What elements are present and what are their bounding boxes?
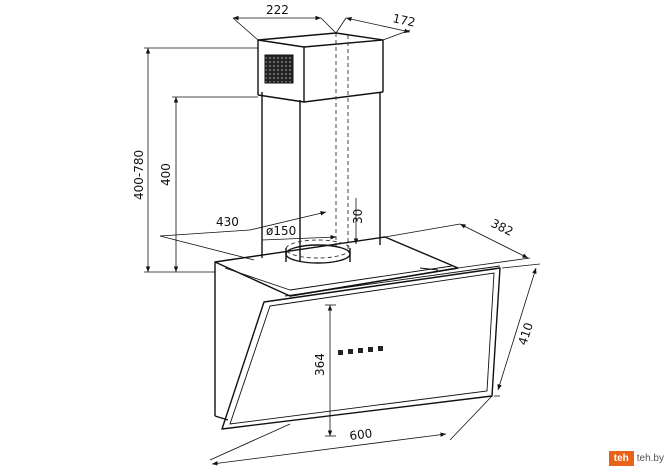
watermark-logo: teh teh.by bbox=[608, 449, 664, 467]
svg-text:430: 430 bbox=[216, 215, 239, 229]
svg-text:400-780: 400-780 bbox=[132, 150, 146, 200]
control-button-4 bbox=[368, 347, 373, 352]
dim-outlet-diameter: ø150 bbox=[261, 224, 337, 241]
dim-panel-height: 364 bbox=[313, 304, 336, 437]
control-button-1 bbox=[338, 350, 343, 355]
svg-text:ø150: ø150 bbox=[266, 224, 296, 238]
vent-grille bbox=[264, 54, 294, 84]
svg-text:222: 222 bbox=[266, 3, 289, 17]
dim-body-width: 430 bbox=[159, 211, 327, 261]
dim-body-depth: 382 bbox=[384, 216, 531, 269]
control-button-2 bbox=[348, 349, 353, 354]
dim-glass-height: 410 bbox=[494, 263, 541, 397]
chimney-duct bbox=[257, 32, 384, 262]
hood-upper-body bbox=[214, 236, 459, 297]
dim-total-height: 400-780 bbox=[132, 47, 258, 273]
dim-duct-width: 222 bbox=[232, 3, 337, 41]
svg-text:364: 364 bbox=[313, 353, 327, 376]
svg-text:30: 30 bbox=[351, 209, 365, 224]
dim-outlet-height: 30 bbox=[351, 198, 365, 244]
control-button-5 bbox=[378, 346, 383, 351]
dim-hood-width: 600 bbox=[209, 395, 493, 466]
watermark-text: teh.by bbox=[636, 452, 664, 464]
dim-duct-height: 400 bbox=[159, 96, 258, 272]
svg-text:400: 400 bbox=[159, 163, 173, 186]
svg-text:382: 382 bbox=[489, 216, 516, 239]
control-button-3 bbox=[358, 348, 363, 353]
dim-duct-depth: 172 bbox=[335, 11, 417, 41]
watermark-badge: teh bbox=[608, 450, 634, 466]
control-buttons bbox=[338, 346, 383, 355]
svg-text:172: 172 bbox=[391, 11, 416, 29]
svg-text:410: 410 bbox=[516, 321, 536, 347]
svg-text:600: 600 bbox=[349, 426, 373, 443]
glass-panel bbox=[214, 262, 501, 430]
